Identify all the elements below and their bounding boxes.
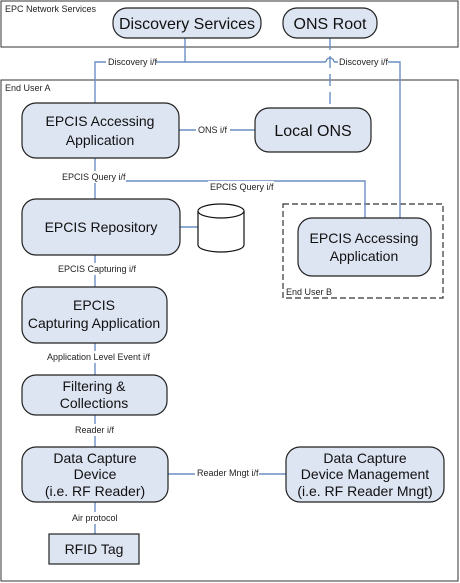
epcis-query-if-left-label: EPCIS Query i/f: [62, 172, 126, 182]
node-data-capture-device: Data Capture Device (i.e. RF Reader): [21, 446, 169, 503]
interface-labels: Discovery i/f Discovery i/f ONS i/f EPCI…: [46, 56, 389, 524]
filtering-collections-line-2: Collections: [60, 395, 128, 411]
node-epcis-capturing-application: EPCIS Capturing Application: [21, 286, 168, 344]
air-protocol-label: Air protocol: [72, 513, 118, 523]
ons-if-label: ONS i/f: [198, 125, 228, 135]
discovery-if-right-label: Discovery i/f: [339, 57, 389, 67]
reader-if-label: Reader i/f: [75, 425, 115, 435]
ons-root-label: ONS Root: [294, 16, 367, 33]
node-filtering-collections: Filtering & Collections: [21, 374, 168, 416]
epcis-capturing-app-line-2: Capturing Application: [28, 315, 160, 331]
epcis-capturing-app-line-1: EPCIS: [73, 297, 115, 313]
data-capture-mgmt-line-2: Device Management: [301, 466, 430, 482]
node-ons-root: ONS Root: [282, 7, 378, 39]
ale-if-label: Application Level Event i/f: [47, 352, 151, 362]
node-epcis-accessing-application-b: EPCIS Accessing Application: [297, 217, 432, 277]
node-epcis-accessing-application-a: EPCIS Accessing Application: [21, 102, 180, 159]
data-capture-device-line-1: Data Capture: [53, 450, 136, 466]
epcis-query-if-right-label: EPCIS Query i/f: [210, 182, 274, 192]
node-discovery-services: Discovery Services: [112, 7, 262, 39]
epcis-query-if-right-edge: [95, 180, 366, 218]
local-ons-label: Local ONS: [274, 123, 351, 140]
node-rfid-tag: RFID Tag: [48, 533, 140, 565]
data-capture-device-line-2: Device: [74, 466, 117, 482]
epcis-accessing-app-b-line-1: EPCIS Accessing: [310, 230, 419, 246]
node-epcis-repository: EPCIS Repository: [21, 198, 181, 256]
data-capture-mgmt-line-1: Data Capture: [323, 450, 406, 466]
end-user-a-label: End User A: [5, 83, 51, 93]
end-user-a-region: [0, 79, 459, 582]
rfid-tag-label: RFID Tag: [65, 541, 124, 557]
epc-network-services-region: [0, 0, 459, 48]
epcis-capturing-if-label: EPCIS Capturing i/f: [58, 264, 137, 274]
discovery-services-label: Discovery Services: [119, 16, 255, 33]
data-capture-mgmt-line-3: (i.e. RF Reader Mngt): [297, 483, 432, 499]
discovery-if-left-label: Discovery i/f: [108, 57, 158, 67]
end-user-b-label: End User B: [286, 287, 332, 297]
epcis-repository-label: EPCIS Repository: [45, 219, 158, 235]
epcis-accessing-app-a-line-2: Application: [66, 132, 135, 148]
data-capture-device-line-3: (i.e. RF Reader): [45, 483, 145, 499]
node-local-ons: Local ONS: [254, 107, 372, 153]
reader-mngt-if-label: Reader Mngt i/f: [197, 468, 259, 478]
epcis-accessing-app-a-line-1: EPCIS Accessing: [46, 113, 155, 129]
database-icon: [197, 203, 245, 253]
filtering-collections-line-1: Filtering &: [62, 378, 126, 394]
node-data-capture-device-management: Data Capture Device Management (i.e. RF …: [285, 446, 445, 503]
epcis-accessing-app-b-line-2: Application: [330, 248, 399, 264]
epc-network-services-label: EPC Network Services: [5, 4, 97, 14]
end-user-b-region: [282, 203, 444, 299]
discovery-if-left-edge: [94, 38, 186, 103]
